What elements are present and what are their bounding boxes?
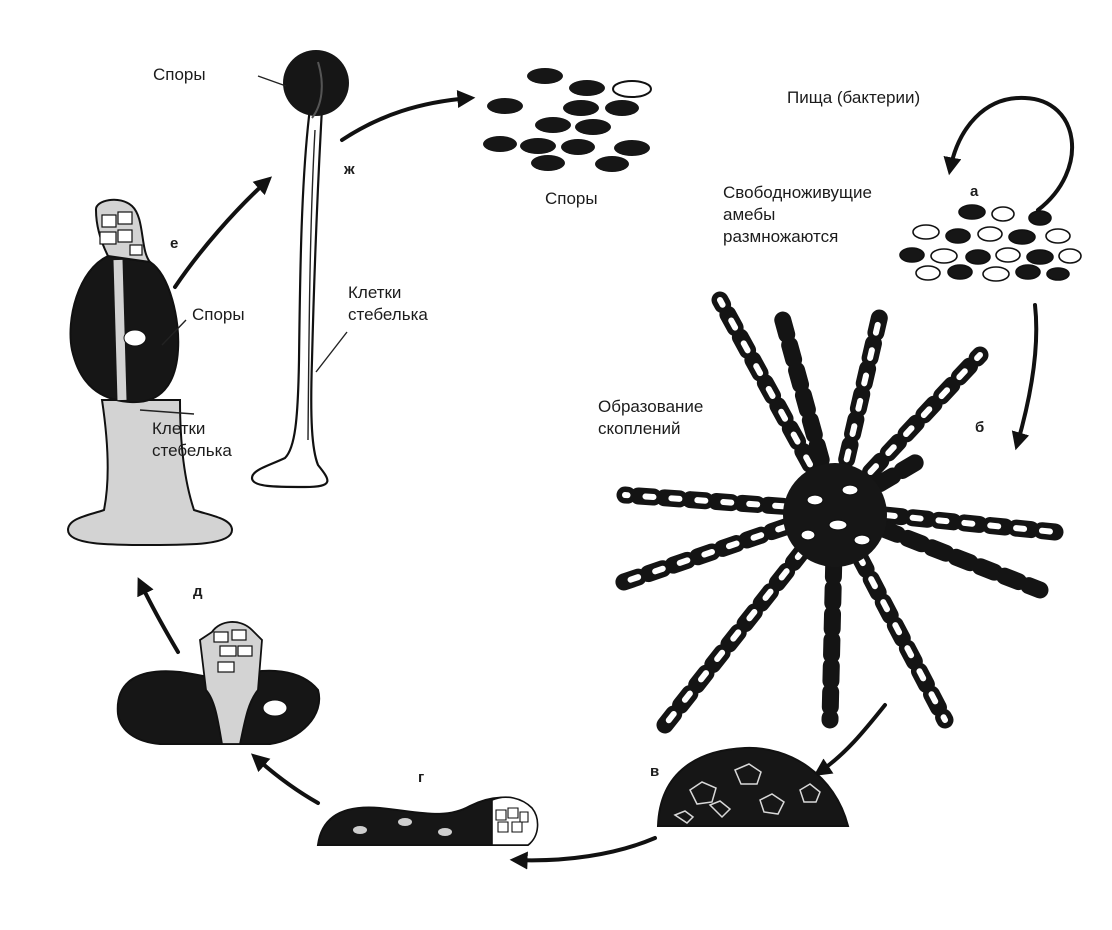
migrating-slug bbox=[318, 797, 538, 845]
cell-mound bbox=[658, 748, 848, 826]
arrow-d-to-e bbox=[140, 582, 178, 652]
arrow-e-to-zh bbox=[175, 180, 268, 287]
arrow-a-to-b bbox=[1017, 305, 1036, 445]
label-aggregation-2: скоплений bbox=[598, 419, 681, 438]
label-stalk-cells-right-1: Клетки bbox=[348, 283, 401, 302]
label-food: Пища (бактерии) bbox=[787, 88, 920, 107]
arrow-g-to-d bbox=[255, 757, 318, 803]
spore-head bbox=[283, 50, 349, 116]
stage-letter-v: в bbox=[650, 763, 659, 780]
label-stalk-cells-left-1: Клетки bbox=[152, 419, 205, 438]
spores-pointer-line bbox=[258, 76, 286, 86]
arrow-zh-to-spores bbox=[342, 98, 470, 140]
free-living-amoebae bbox=[900, 205, 1081, 281]
label-stalk-cells-left-2: стебелька bbox=[152, 441, 232, 460]
culmination-stage bbox=[118, 622, 319, 744]
stage-letter-a: а bbox=[970, 183, 979, 200]
label-spores-top: Споры bbox=[153, 65, 206, 84]
stalk-cells-pointer-line bbox=[316, 332, 347, 372]
stage-letter-zh: ж bbox=[343, 161, 355, 178]
stalk-base bbox=[68, 400, 232, 545]
stage-letter-d: д bbox=[193, 583, 203, 600]
food-cycle-arrow bbox=[950, 98, 1072, 210]
stalk bbox=[252, 108, 327, 487]
aggregation-streams bbox=[615, 300, 1055, 725]
spore-group bbox=[483, 68, 651, 172]
developing-fruiting-body bbox=[68, 200, 232, 545]
label-free-living-1: Свободноживущие bbox=[723, 183, 872, 202]
label-stalk-cells-right-2: стебелька bbox=[348, 305, 428, 324]
label-free-living-2: амебы bbox=[723, 205, 775, 224]
mature-fruiting-body bbox=[252, 50, 349, 487]
label-spores-group: Споры bbox=[545, 189, 598, 208]
arrow-v-to-g bbox=[515, 838, 655, 860]
aggregation-center bbox=[783, 463, 887, 567]
label-free-living-3: размножаются bbox=[723, 227, 838, 246]
stage-letter-b: б bbox=[975, 419, 984, 436]
label-spores-left: Споры bbox=[192, 305, 245, 324]
label-aggregation-1: Образование bbox=[598, 397, 703, 416]
stage-letter-g: г bbox=[418, 769, 424, 786]
stage-letter-e: е bbox=[170, 235, 178, 252]
